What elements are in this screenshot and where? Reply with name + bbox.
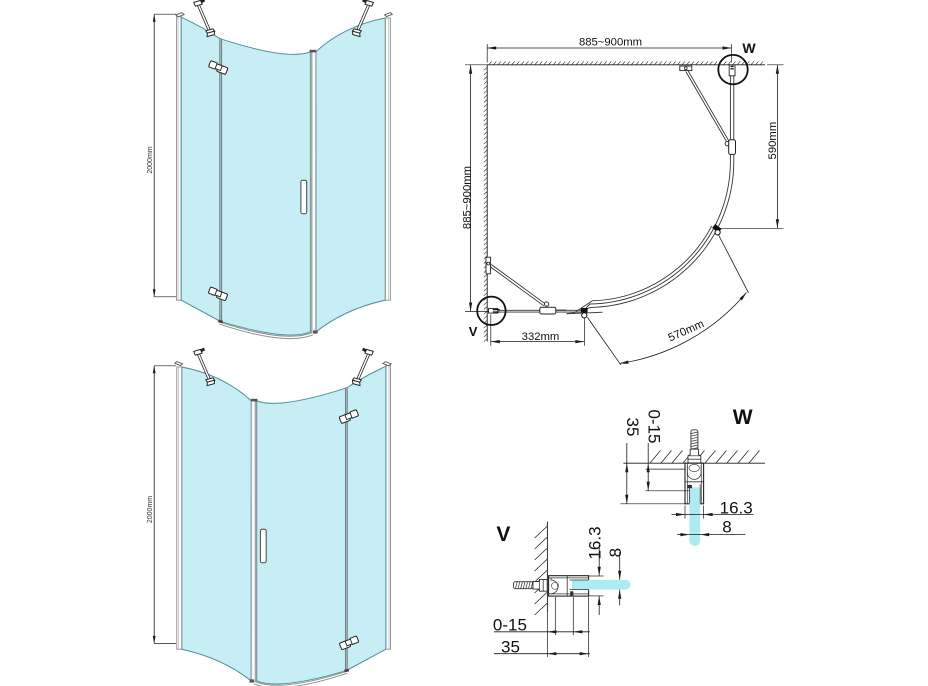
svg-text:35: 35 xyxy=(623,418,642,437)
svg-text:V: V xyxy=(469,324,478,339)
svg-text:16.3: 16.3 xyxy=(585,526,604,559)
svg-text:W: W xyxy=(733,406,753,429)
svg-text:332mm: 332mm xyxy=(522,331,560,343)
svg-text:885~900mm: 885~900mm xyxy=(579,37,642,49)
svg-text:570mm: 570mm xyxy=(667,318,706,344)
svg-text:V: V xyxy=(496,523,510,546)
svg-text:8: 8 xyxy=(606,548,625,557)
svg-text:2000mm: 2000mm xyxy=(147,146,154,173)
svg-text:590mm: 590mm xyxy=(767,122,779,160)
svg-text:885~900mm: 885~900mm xyxy=(461,166,473,229)
svg-text:2000mm: 2000mm xyxy=(147,496,154,523)
svg-text:0-15: 0-15 xyxy=(644,409,663,443)
svg-text:0-15: 0-15 xyxy=(493,616,527,635)
svg-text:W: W xyxy=(742,40,756,56)
svg-text:16.3: 16.3 xyxy=(720,499,753,518)
svg-text:35: 35 xyxy=(501,637,520,656)
svg-text:8: 8 xyxy=(722,518,731,537)
